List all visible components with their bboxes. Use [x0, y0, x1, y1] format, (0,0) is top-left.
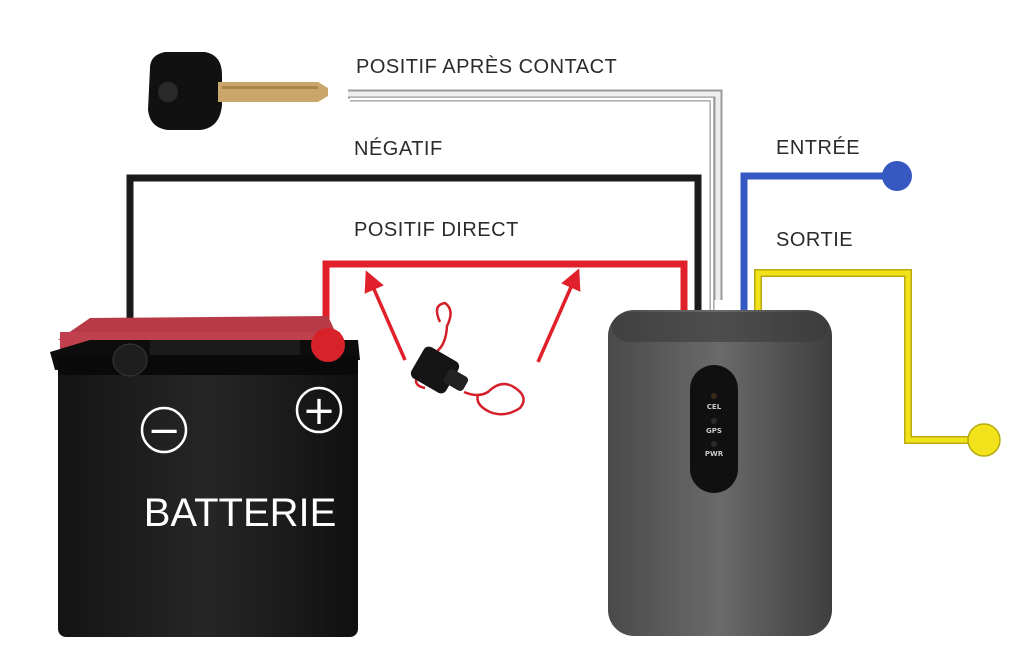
gps-tracker: CEL GPS PWR	[608, 310, 832, 636]
positive-terminal	[311, 328, 345, 362]
fuse-holder-icon	[410, 301, 525, 416]
plus-symbol: +	[302, 388, 336, 434]
wire-ignition	[348, 89, 723, 310]
arrow-left	[364, 270, 407, 361]
negative-terminal	[112, 343, 148, 377]
output-terminal	[967, 423, 1001, 457]
wire-negative	[126, 174, 702, 348]
label-entree: ENTRÉE	[776, 136, 860, 159]
label-sortie: SORTIE	[776, 229, 853, 251]
wire-output	[754, 269, 1001, 457]
led-pwr-label: PWR	[705, 450, 724, 458]
led-panel	[690, 365, 738, 493]
led-gps-label: GPS	[706, 427, 722, 435]
label-positif-direct: POSITIF DIRECT	[354, 219, 519, 241]
wire-positive-direct	[322, 260, 688, 338]
battery-label: BATTERIE	[144, 491, 337, 535]
minus-symbol: −	[147, 408, 181, 454]
label-positif-apres-contact: POSITIF APRÈS CONTACT	[356, 55, 617, 78]
wire-input	[740, 161, 912, 312]
label-negatif: NÉGATIF	[354, 137, 443, 160]
input-terminal	[882, 161, 912, 191]
battery: − + BATTERIE	[50, 316, 360, 637]
ignition-key-icon	[148, 52, 328, 130]
arrow-right	[536, 268, 581, 363]
led-cel-label: CEL	[707, 403, 722, 411]
